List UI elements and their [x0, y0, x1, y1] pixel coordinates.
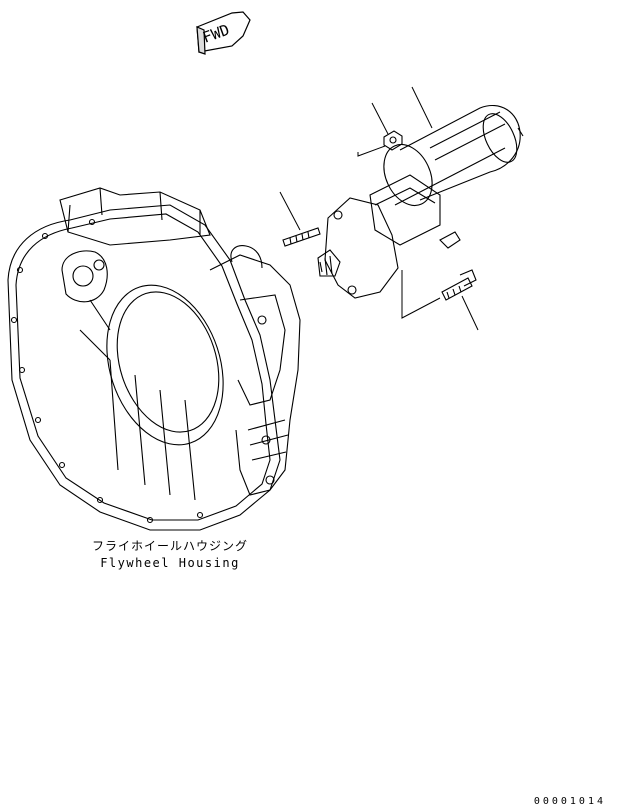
- starter-motor: [317, 105, 524, 299]
- flywheel-housing-label-english: Flywheel Housing: [100, 556, 240, 570]
- leader-lines: [279, 86, 479, 331]
- mounting-bolt: [441, 269, 477, 301]
- flywheel-housing: [7, 187, 301, 531]
- stud-bolt: [282, 227, 321, 247]
- fwd-arrow-icon: FWD: [196, 11, 251, 55]
- nut: [383, 130, 403, 151]
- flywheel-housing-label-japanese: フライホイールハウジング: [91, 539, 248, 553]
- drawing-code: 00001014: [533, 796, 606, 807]
